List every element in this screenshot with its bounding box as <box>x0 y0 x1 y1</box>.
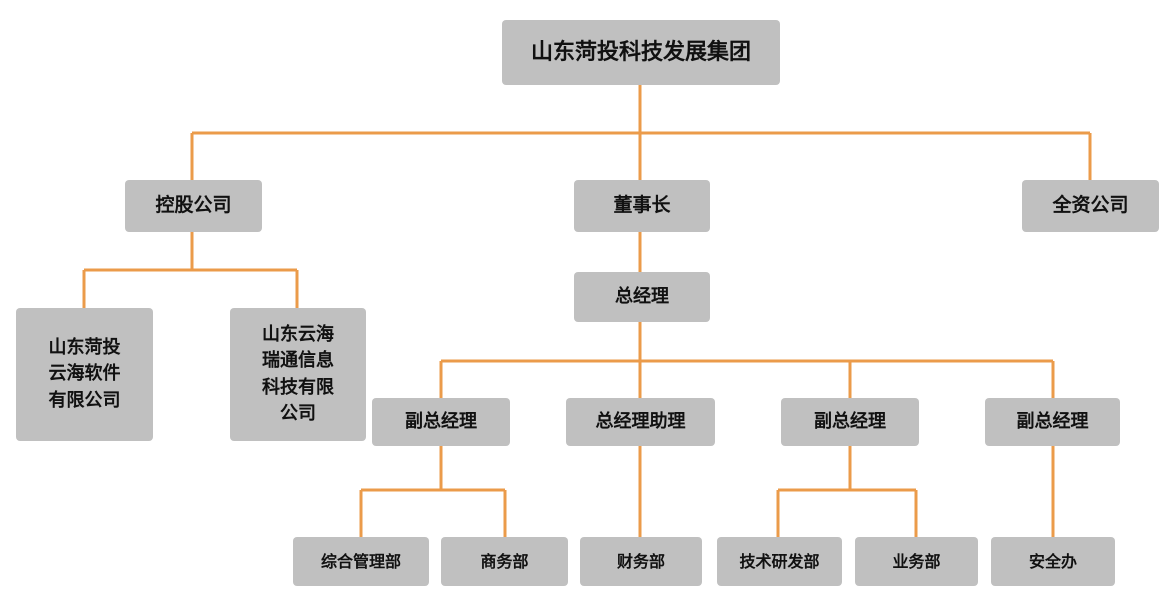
node-department: 安全办 <box>991 537 1115 586</box>
node-label: 控股公司 <box>155 194 232 217</box>
node-department: 综合管理部 <box>293 537 429 586</box>
node-label: 总经理 <box>615 285 669 307</box>
node-label: 业务部 <box>892 551 941 571</box>
node-subsidiary: 山东云海瑞通信息科技有限公司 <box>230 308 366 441</box>
node-label: 山东菏投云海软件有限公司 <box>48 337 121 411</box>
node-label: 商务部 <box>480 551 529 571</box>
node-department: 财务部 <box>580 537 702 586</box>
node-deputy-general-manager: 副总经理 <box>781 398 919 446</box>
node-subsidiary: 山东菏投云海软件有限公司 <box>16 308 153 441</box>
node-wholly-owned-company: 全资公司 <box>1022 180 1159 232</box>
node-label: 总经理助理 <box>595 410 686 432</box>
node-label: 综合管理部 <box>320 551 401 571</box>
node-label: 副总经理 <box>814 410 886 432</box>
node-department: 技术研发部 <box>717 537 842 586</box>
node-department: 商务部 <box>441 537 568 586</box>
node-deputy-general-manager: 副总经理 <box>372 398 510 446</box>
node-deputy-general-manager: 副总经理 <box>985 398 1120 446</box>
node-holding-company: 控股公司 <box>125 180 262 232</box>
node-label: 副总经理 <box>1016 410 1089 432</box>
node-label: 副总经理 <box>405 410 477 432</box>
node-label: 技术研发部 <box>739 551 820 571</box>
node-department: 业务部 <box>855 537 978 586</box>
node-label: 安全办 <box>1028 551 1077 571</box>
node-label: 全资公司 <box>1052 194 1129 217</box>
node-general-manager: 总经理 <box>574 272 710 322</box>
node-label: 山东菏投科技发展集团 <box>530 39 751 65</box>
node-label: 山东云海瑞通信息科技有限公司 <box>262 324 334 424</box>
node-general-manager-assistant: 总经理助理 <box>566 398 715 446</box>
node-root: 山东菏投科技发展集团 <box>502 20 780 85</box>
node-label: 董事长 <box>613 194 671 217</box>
node-chairman: 董事长 <box>574 180 710 232</box>
node-label: 财务部 <box>616 551 665 571</box>
